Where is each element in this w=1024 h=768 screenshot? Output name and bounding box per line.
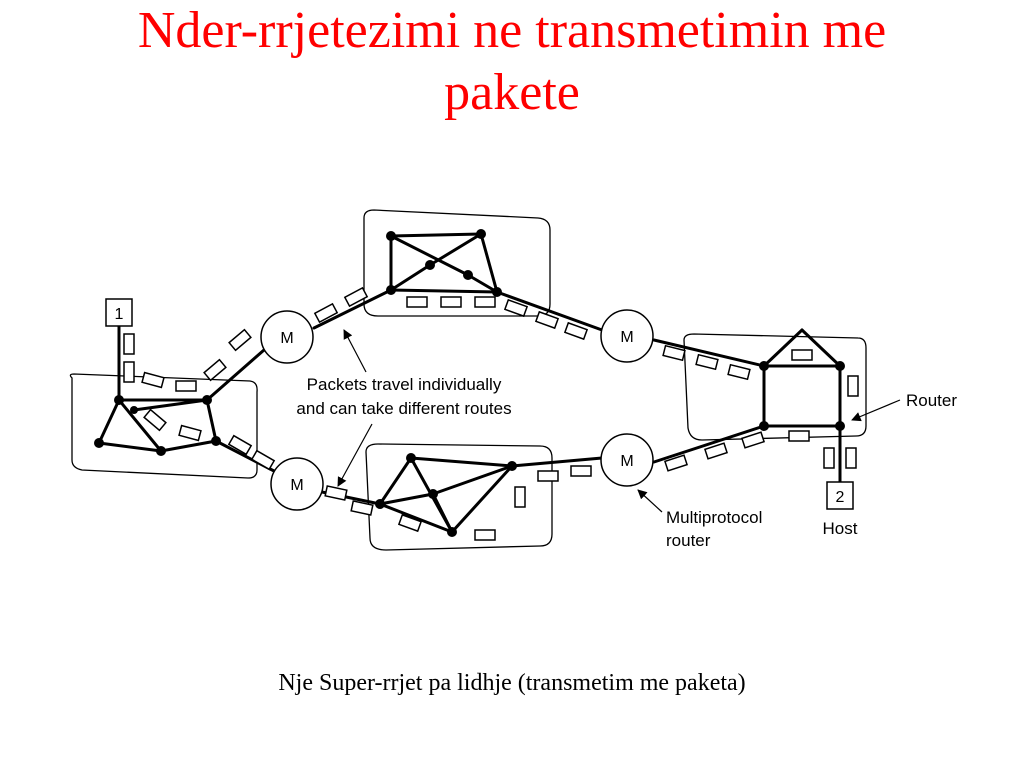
slide-title: Nder-rrjetezimi ne transmetimin me paket… [0,0,1024,124]
annotation-multiprotocol-line-1: Multiprotocol [666,508,762,527]
annotation-packets-line-1: Packets travel individually [307,375,502,394]
svg-text:1: 1 [115,306,124,323]
router-m-upper-right: M [600,309,654,363]
slide-title-line-1: Nder-rrjetezimi ne transmetimin me [137,2,887,59]
slide-title-line-2: pakete [444,64,580,121]
annotation-router: Router [906,391,957,410]
svg-text:M: M [620,453,633,470]
network-right-boundary [683,333,867,441]
router-m-lower-right: M [600,433,654,487]
router-m-upper-left: M [260,310,314,364]
annotation-packets-line-2: and can take different routes [296,399,511,418]
annotation-multiprotocol-line-2: router [666,531,711,550]
network-top-boundary [363,209,551,317]
network-bottom-boundary [365,443,553,551]
host-1: 1 [105,298,133,327]
svg-text:M: M [620,329,633,346]
svg-text:M: M [280,330,293,347]
svg-text:M: M [290,477,303,494]
host-2: 2 [826,481,854,510]
slide-caption: Nje Super-rrjet pa lidhje (transmetim me… [278,670,746,696]
svg-text:2: 2 [836,489,845,506]
network-left-boundary [69,373,258,479]
annotation-host: Host [823,519,858,538]
router-m-lower-left: M [270,457,324,511]
